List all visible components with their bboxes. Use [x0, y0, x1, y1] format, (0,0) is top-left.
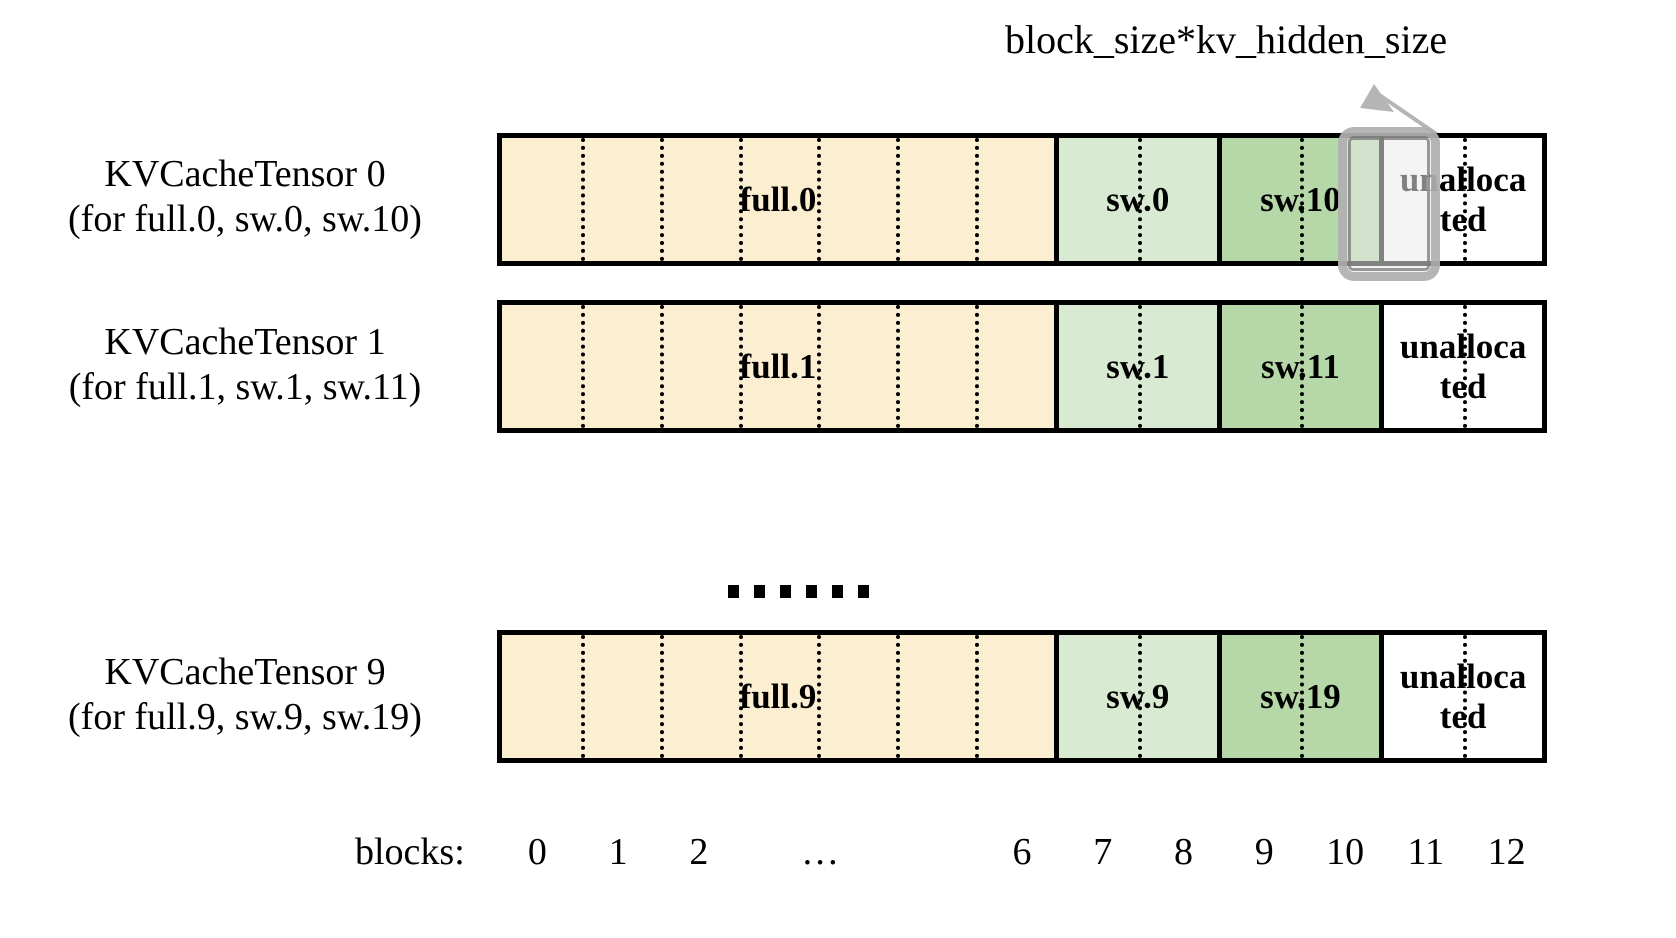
block-separator: [817, 138, 822, 261]
tensor-row-label-line2: (for full.0, sw.0, sw.10): [68, 197, 422, 240]
tensor-row-label-line2: (for full.9, sw.9, sw.19): [68, 695, 422, 738]
kvcache-cell-label: full.9: [739, 676, 817, 716]
ellipsis-dot: [806, 585, 817, 598]
blocks-axis-tick: …: [801, 831, 840, 873]
block-separator: [1300, 305, 1305, 428]
block-separator: [580, 305, 585, 428]
block-separator: [580, 138, 585, 261]
blocks-axis-tick: 8: [1174, 831, 1194, 873]
tensor-row-label: KVCacheTensor 0(for full.0, sw.0, sw.10): [10, 152, 480, 242]
blocks-axis-tick: 1: [608, 831, 628, 873]
block-separator: [659, 305, 664, 428]
tensor-row-label-line1: KVCacheTensor 9: [104, 651, 386, 693]
kvcache-cell-label: full.1: [739, 346, 817, 386]
block-separator: [1463, 635, 1468, 758]
kvcache-cell-label: sw.11: [1261, 346, 1340, 386]
block-separator: [1300, 138, 1305, 261]
annotation-label: block_size*kv_hidden_size: [1005, 17, 1448, 62]
tensor-row-label-line1: KVCacheTensor 0: [104, 153, 386, 195]
blocks-axis-tick: 7: [1093, 831, 1113, 873]
block-separator: [580, 635, 585, 758]
ellipsis-dot: [728, 585, 739, 598]
kvcache-cell-label: sw.9: [1106, 676, 1170, 716]
block-separator: [817, 305, 822, 428]
blocks-axis-tick: 6: [1012, 831, 1032, 873]
blocks-axis-tick: 12: [1487, 831, 1526, 873]
blocks-axis-tick: 9: [1254, 831, 1274, 873]
tensor-row-label: KVCacheTensor 9(for full.9, sw.9, sw.19): [10, 650, 480, 740]
kvcache-cell-sw-light: sw.0: [1058, 138, 1222, 261]
blocks-axis-tick: 11: [1407, 831, 1445, 873]
block-separator: [1137, 138, 1142, 261]
kvcache-cell-label: sw.0: [1106, 179, 1170, 219]
block-separator: [659, 138, 664, 261]
block-separator: [1463, 138, 1468, 261]
blocks-axis-title: blocks:: [355, 831, 465, 873]
block-separator: [738, 635, 743, 758]
kvcache-cell-sw-light: sw.1: [1058, 305, 1222, 428]
blocks-axis-tick: 10: [1326, 831, 1365, 873]
ellipsis-dot: [832, 585, 843, 598]
block-separator: [738, 305, 743, 428]
kvcache-cell-full: full.0: [502, 138, 1059, 261]
tensor-row-label: KVCacheTensor 1(for full.1, sw.1, sw.11): [10, 320, 480, 410]
block-separator: [975, 305, 980, 428]
block-separator: [896, 635, 901, 758]
block-separator: [1300, 635, 1305, 758]
kvcache-cell-label: sw.10: [1260, 179, 1341, 219]
block-separator: [1137, 305, 1142, 428]
ellipsis-dot: [780, 585, 791, 598]
block-separator: [975, 138, 980, 261]
block-separator: [896, 138, 901, 261]
block-separator: [659, 635, 664, 758]
tensor-row-label-line1: KVCacheTensor 1: [104, 321, 386, 363]
kvcache-cell-full: full.9: [502, 635, 1059, 758]
kvcache-cell-sw-dark: sw.10: [1221, 138, 1385, 261]
kvcache-cell-full: full.1: [502, 305, 1059, 428]
kvcache-cell-label: full.0: [739, 179, 817, 219]
kvcache-cell-sw-light: sw.9: [1058, 635, 1222, 758]
kvcache-cell-label: sw.19: [1260, 676, 1341, 716]
ellipsis-dot: [754, 585, 765, 598]
block-separator: [975, 635, 980, 758]
block-separator: [817, 635, 822, 758]
block-separator: [738, 138, 743, 261]
kvcache-cell-label: sw.1: [1106, 346, 1170, 386]
rows-ellipsis: [728, 585, 869, 598]
tensor-row-label-line2: (for full.1, sw.1, sw.11): [68, 365, 422, 408]
block-separator: [1137, 635, 1142, 758]
ellipsis-dot: [858, 585, 869, 598]
block-separator: [1463, 305, 1468, 428]
block-separator: [896, 305, 901, 428]
kvcache-cell-sw-dark: sw.11: [1221, 305, 1385, 428]
kvcache-cell-sw-dark: sw.19: [1221, 635, 1385, 758]
blocks-axis-tick: 2: [689, 831, 709, 873]
blocks-axis-tick: 0: [527, 831, 547, 873]
